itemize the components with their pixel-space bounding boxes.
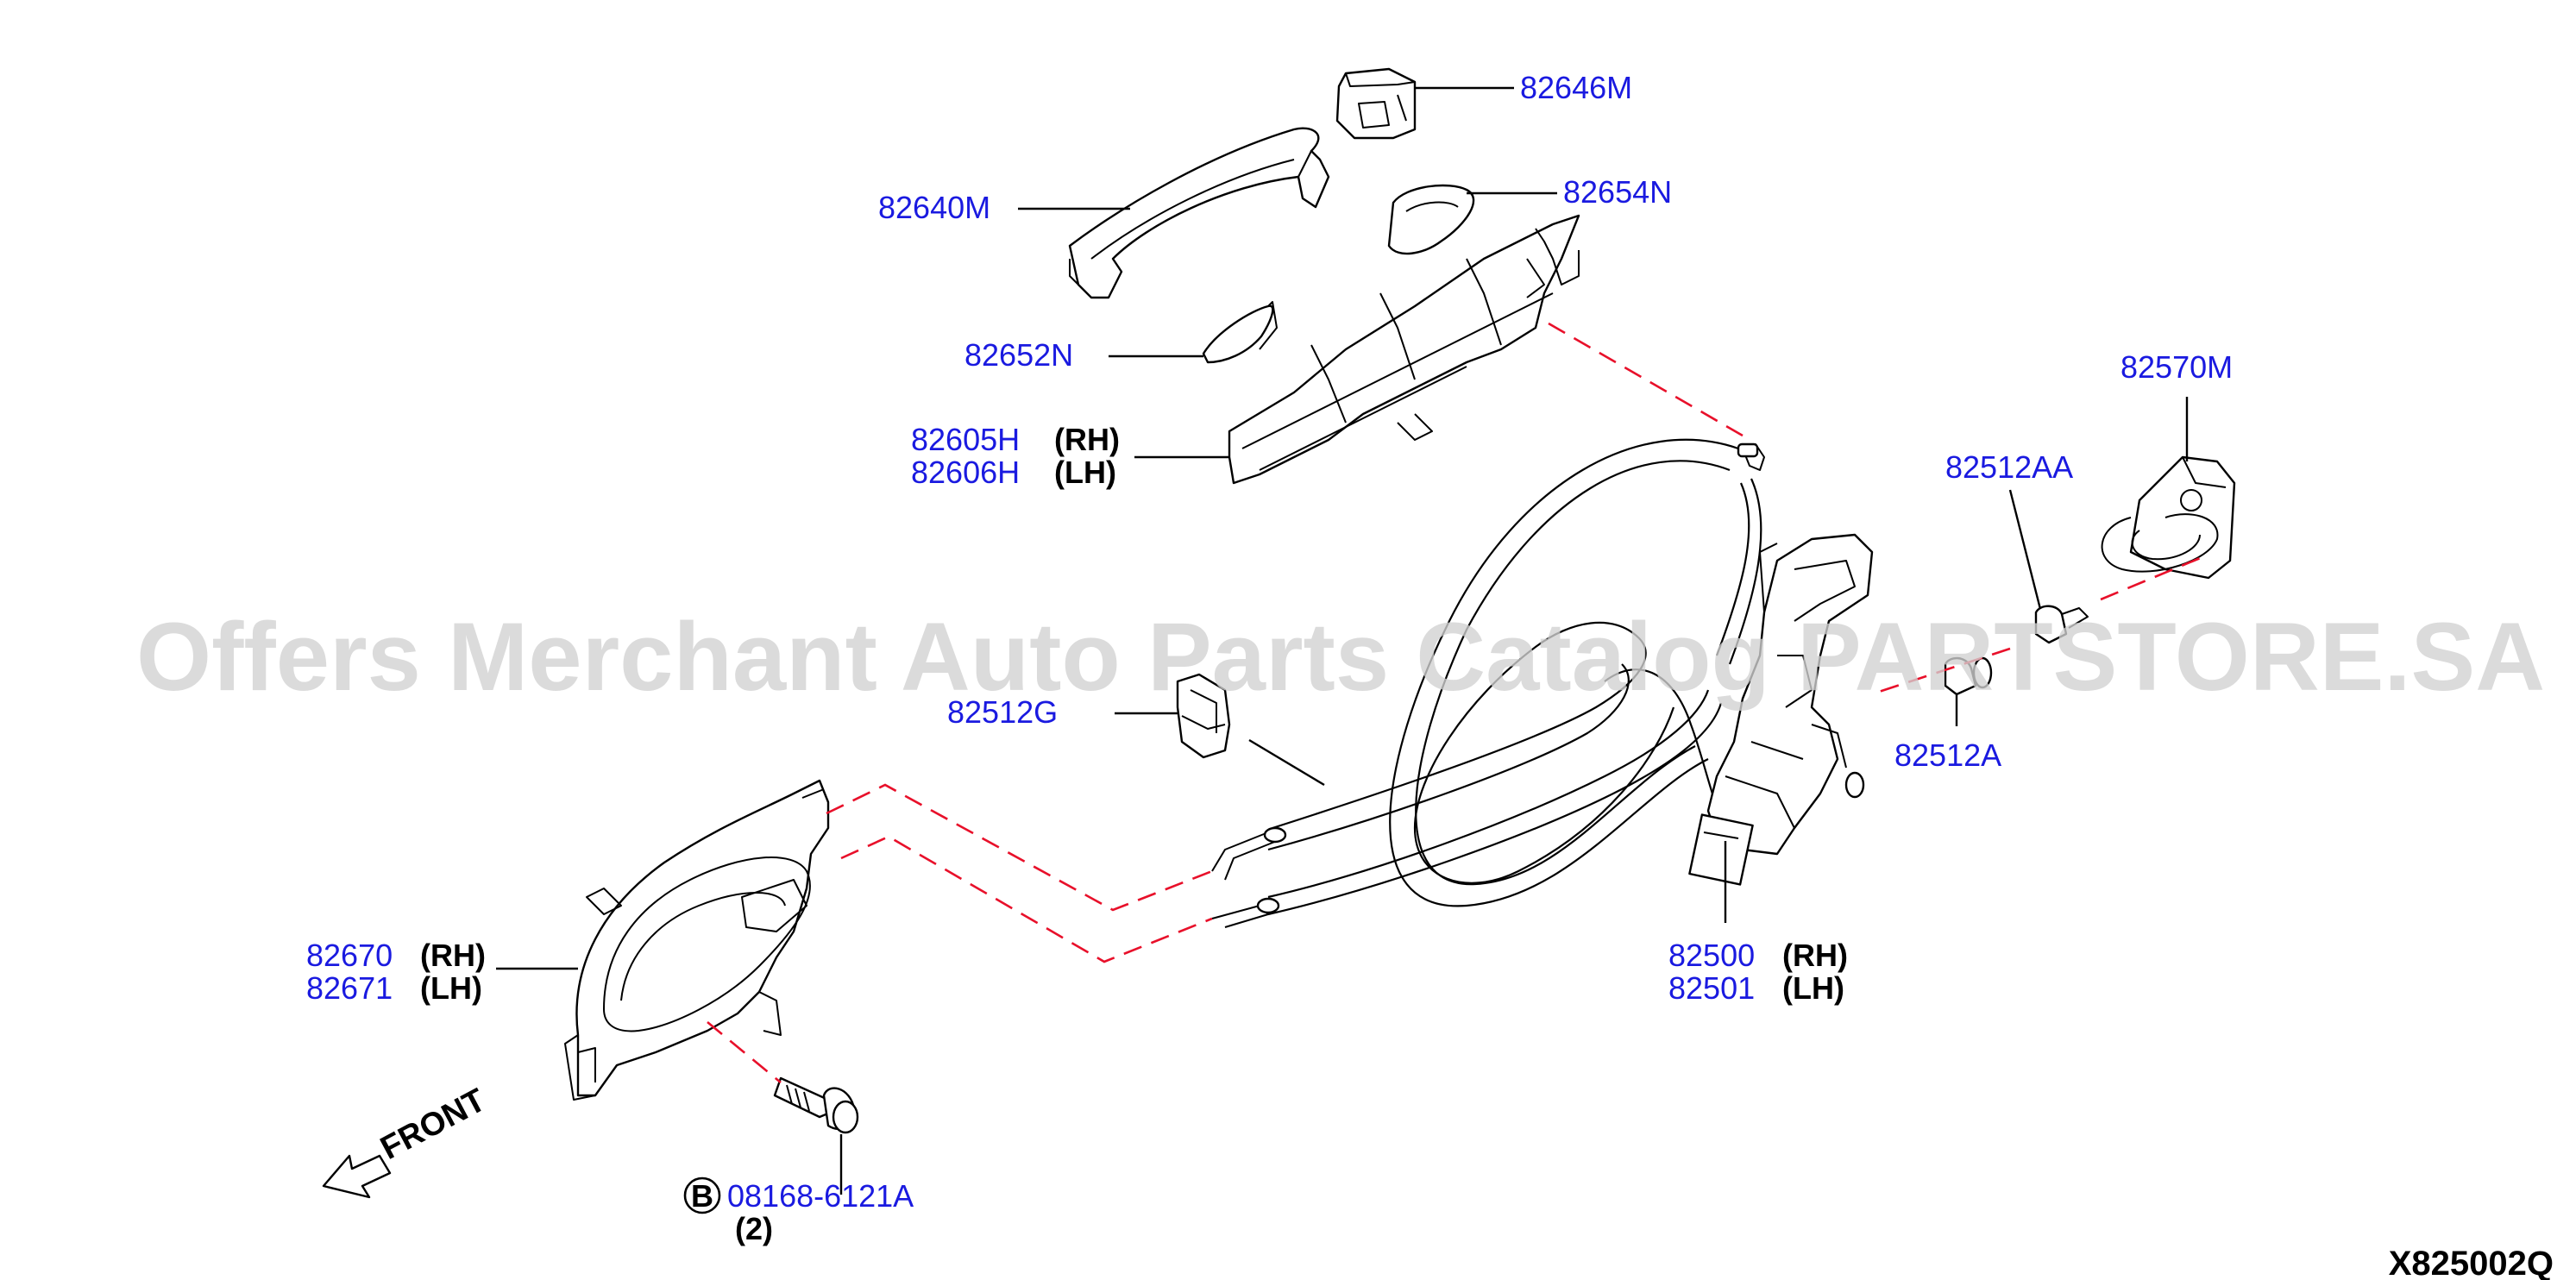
bolt-label-group[interactable]: B 08168-6121A (2) bbox=[683, 1176, 914, 1246]
label-82501[interactable]: 82501 bbox=[1668, 970, 1755, 1006]
gasket-82654n[interactable] bbox=[1387, 184, 1475, 255]
label-82606h[interactable]: 82606H bbox=[911, 455, 1020, 490]
outside-handle-82640m[interactable] bbox=[1068, 127, 1330, 299]
front-label: FRONT bbox=[375, 1082, 492, 1167]
label-82500-side: (RH) bbox=[1782, 938, 1848, 973]
label-82652n[interactable]: 82652N bbox=[964, 337, 1073, 373]
label-82500[interactable]: 82500 bbox=[1668, 938, 1755, 973]
label-82671[interactable]: 82671 bbox=[306, 970, 393, 1006]
front-arrow-icon bbox=[322, 1154, 392, 1199]
cable-end-lower bbox=[1211, 897, 1280, 928]
bolt-08168-6121a[interactable] bbox=[773, 1076, 859, 1134]
handle-bracket-82605h[interactable] bbox=[1228, 214, 1580, 485]
bolt-quantity: (2) bbox=[735, 1211, 773, 1246]
label-82512aa[interactable]: 82512AA bbox=[1945, 449, 2073, 485]
label-82501-side: (LH) bbox=[1782, 970, 1844, 1006]
diagram-code: X825002Q bbox=[2389, 1245, 2554, 1280]
cable-clip-82512g[interactable] bbox=[1176, 673, 1231, 759]
door-lock-cables bbox=[1267, 438, 1762, 916]
leader-lines bbox=[496, 86, 2189, 1195]
label-82570m[interactable]: 82570M bbox=[2120, 349, 2233, 385]
label-82512g[interactable]: 82512G bbox=[947, 694, 1058, 730]
label-82654n[interactable]: 82654N bbox=[1563, 174, 1672, 210]
label-82646m[interactable]: 82646M bbox=[1520, 70, 1632, 105]
cable-end-top bbox=[1737, 442, 1765, 471]
dashed-guides bbox=[707, 322, 2209, 1084]
label-82640m[interactable]: 82640M bbox=[878, 190, 990, 225]
label-82605h[interactable]: 82605H bbox=[911, 422, 1020, 457]
watermark: Offers Merchant Auto Parts Catalog PARTS… bbox=[136, 603, 2545, 711]
escutcheon-82646m[interactable] bbox=[1335, 67, 1417, 140]
plug-82512a[interactable] bbox=[1944, 656, 1993, 696]
striker-bolt-82512aa[interactable] bbox=[2034, 605, 2089, 644]
door-lock-actuator-82500[interactable] bbox=[1688, 533, 1874, 886]
striker-82570m[interactable] bbox=[2101, 455, 2236, 580]
label-82671-side: (LH) bbox=[420, 970, 482, 1006]
label-82605h-side: (RH) bbox=[1054, 422, 1120, 457]
label-82512a[interactable]: 82512A bbox=[1894, 737, 2001, 773]
label-82670[interactable]: 82670 bbox=[306, 938, 393, 973]
gasket-82652n[interactable] bbox=[1202, 301, 1278, 364]
inside-handle-82670[interactable] bbox=[564, 779, 830, 1101]
label-82670-side: (RH) bbox=[420, 938, 486, 973]
bolt-symbol: B bbox=[691, 1178, 713, 1214]
front-indicator: FRONT bbox=[322, 1082, 492, 1199]
bolt-symbol-circle bbox=[683, 1176, 721, 1214]
label-82606h-side: (LH) bbox=[1054, 455, 1116, 490]
label-08168-6121a[interactable]: 08168-6121A bbox=[727, 1178, 914, 1214]
cable-end-upper bbox=[1211, 826, 1287, 881]
